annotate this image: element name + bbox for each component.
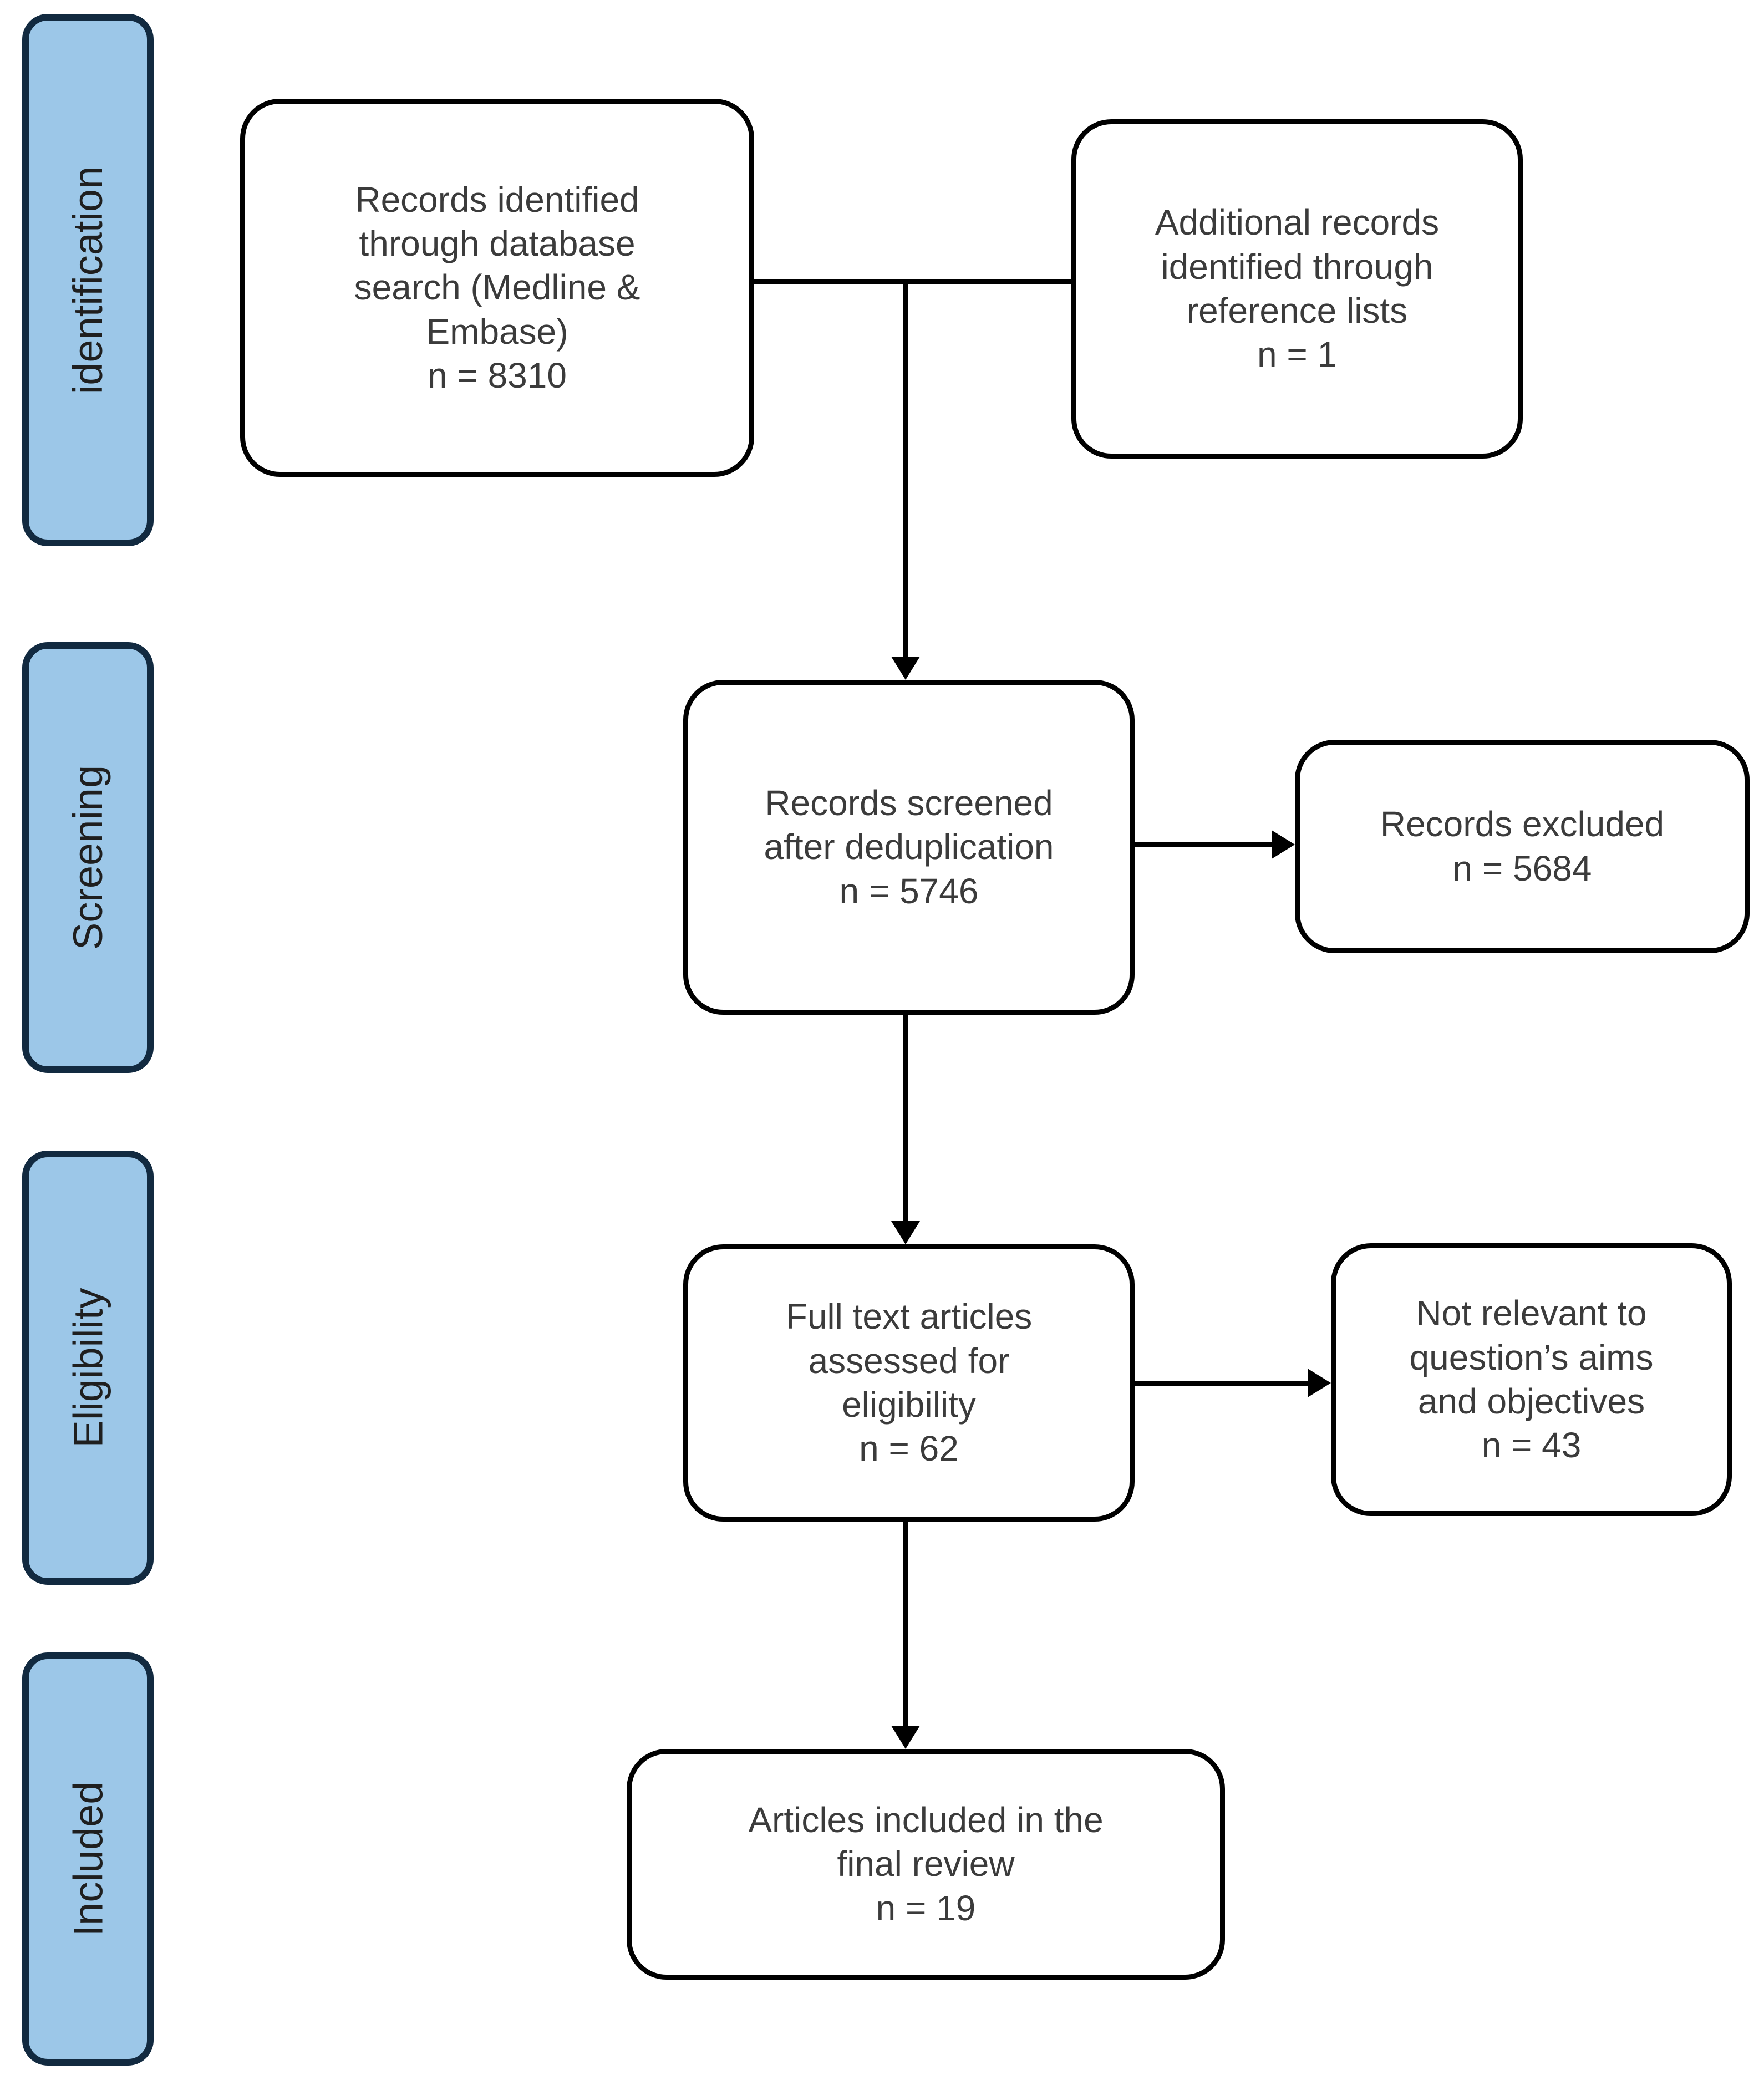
arrowhead-into-excluded — [1272, 830, 1295, 859]
stage-included-label: Included — [65, 1781, 111, 1937]
node-articles-included-text: Articles included in the final review n … — [748, 1799, 1104, 1928]
node-records-screened: Records screened after deduplication n =… — [683, 680, 1135, 1015]
stage-included: Included — [22, 1652, 154, 2066]
connector-screened-to-fulltext — [903, 1014, 908, 1221]
node-records-identified-text: Records identified through database sear… — [354, 179, 640, 396]
stage-screening-label: Screening — [65, 765, 111, 950]
node-additional-records: Additional records identified through re… — [1071, 119, 1523, 459]
node-records-excluded-text: Records excluded n = 5684 — [1380, 804, 1665, 888]
stage-eligibility-label: Eligibility — [65, 1288, 111, 1448]
arrowhead-into-fulltext — [891, 1221, 920, 1244]
stage-screening: Screening — [22, 642, 154, 1073]
node-full-text-assessed: Full text articles assessed for eligibil… — [683, 1244, 1135, 1522]
connector-fulltext-to-notrelevant — [1135, 1381, 1308, 1386]
node-records-excluded: Records excluded n = 5684 — [1295, 740, 1750, 953]
node-records-screened-text: Records screened after deduplication n =… — [764, 782, 1054, 911]
node-not-relevant: Not relevant to question’s aims and obje… — [1331, 1243, 1732, 1516]
node-not-relevant-text: Not relevant to question’s aims and obje… — [1409, 1293, 1654, 1466]
node-additional-records-text: Additional records identified through re… — [1155, 202, 1440, 375]
arrowhead-into-notrelevant — [1308, 1369, 1331, 1397]
stage-identification-label: identification — [65, 166, 111, 394]
node-full-text-assessed-text: Full text articles assessed for eligibil… — [785, 1296, 1033, 1469]
connector-junction-to-screened — [903, 279, 908, 657]
stage-identification: identification — [22, 14, 154, 546]
arrowhead-into-included — [891, 1726, 920, 1749]
node-articles-included: Articles included in the final review n … — [627, 1749, 1225, 1980]
arrowhead-into-screened — [891, 657, 920, 680]
node-records-identified: Records identified through database sear… — [240, 99, 754, 477]
stage-eligibility: Eligibility — [22, 1151, 154, 1585]
connector-fulltext-to-included — [903, 1522, 908, 1726]
connector-screened-to-excluded — [1135, 842, 1272, 847]
connector-identified-to-additional — [754, 279, 1071, 284]
